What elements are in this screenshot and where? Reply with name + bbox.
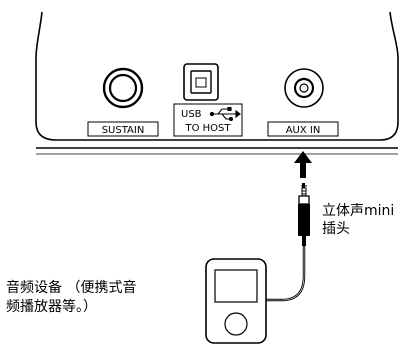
stereo-mini-plug xyxy=(298,183,310,246)
usb-trident-icon xyxy=(209,106,241,122)
aux-in-label: AUX IN xyxy=(286,125,321,136)
device-caption-line2: 频播放器等。） xyxy=(6,299,97,315)
aux-label-box xyxy=(267,121,339,137)
sustain-label-box xyxy=(87,121,159,137)
usb-label-line1: USB xyxy=(181,109,202,120)
sustain-jack xyxy=(102,67,144,109)
plug-caption-line1: 立体声mini xyxy=(322,203,395,219)
audio-cable-inner xyxy=(266,246,305,301)
plug-caption-line2: 插头 xyxy=(322,221,350,237)
portable-audio-player-icon xyxy=(205,258,267,344)
audio-cable xyxy=(266,246,306,302)
panel-outline xyxy=(35,11,399,141)
usb-label-line2: TO HOST xyxy=(184,123,231,134)
sustain-label: SUSTAIN xyxy=(102,125,145,136)
aux-in-jack xyxy=(284,68,324,108)
usb-port xyxy=(183,63,219,101)
insert-arrow-icon xyxy=(294,151,312,178)
device-caption-line1: 音频设备 （便携式音 xyxy=(6,280,137,296)
